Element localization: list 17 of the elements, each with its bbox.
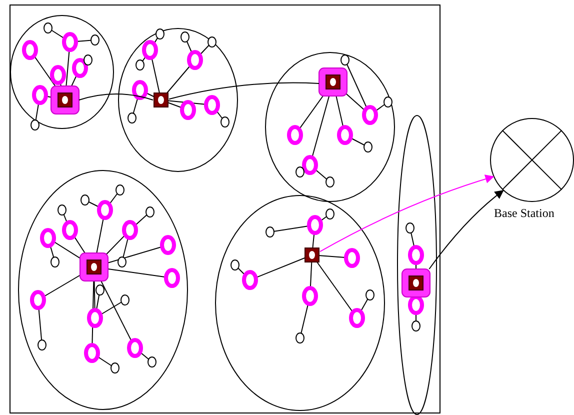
cluster-ellipse (118, 28, 238, 172)
cluster-ellipse (10, 15, 114, 129)
cluster-ellipse (215, 195, 385, 411)
arrow (320, 174, 494, 252)
cluster-ellipse (18, 170, 188, 410)
station-label: Base Station (494, 206, 554, 221)
arrow (428, 190, 504, 270)
cluster-head-box (153, 92, 169, 108)
cluster-ellipse (397, 115, 437, 415)
cluster-head-box (402, 269, 430, 297)
cluster-head-box (80, 253, 108, 281)
connector-line (168, 82, 320, 100)
connector-line (78, 94, 154, 100)
cluster-head-box (51, 86, 79, 114)
cluster-head-box (304, 247, 320, 263)
cluster-ellipse (265, 52, 395, 202)
cluster-head-box (319, 68, 347, 96)
